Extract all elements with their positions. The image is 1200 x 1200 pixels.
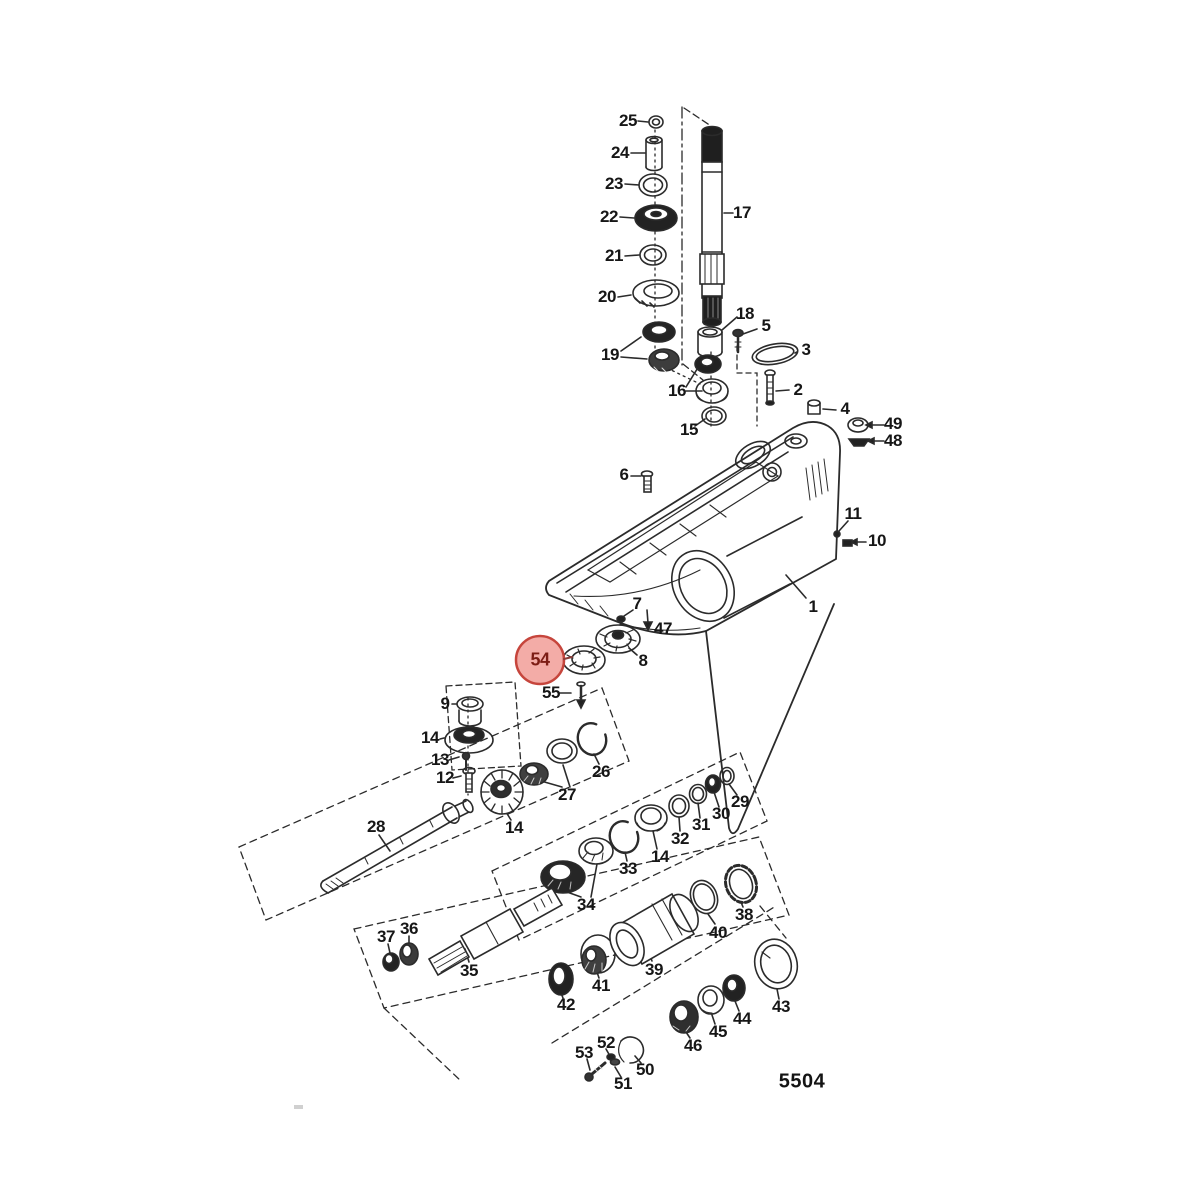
part-14-bearing-race: [634, 804, 668, 850]
part-51-leader: [614, 1066, 622, 1078]
part-34-bearing-set: [540, 837, 614, 898]
part-20-drawing: [617, 279, 680, 308]
part-28-prop-shaft: [320, 798, 474, 894]
part-17-driveshaft: [699, 125, 734, 327]
part-14-thrust-washer: [439, 726, 494, 754]
part-36-drawing: [399, 935, 419, 966]
part-49-drawing: [847, 417, 885, 433]
part-26-snap-ring: [576, 721, 608, 765]
part-29-drawing: [719, 766, 738, 796]
part-25-drawing: [637, 115, 664, 129]
part-53-bolt: [584, 1058, 607, 1082]
part-2-drawing: [764, 369, 790, 406]
part-7-drawing: [616, 609, 634, 623]
part-6-drawing: [630, 470, 654, 493]
part-10-drawing: [842, 537, 867, 547]
part-4-drawing: [807, 399, 837, 415]
part-5-drawing: [732, 328, 758, 354]
part-3-drawing: [751, 342, 799, 366]
part-35-pinion-shaft: [427, 886, 564, 977]
part-43-retainer: [753, 938, 799, 1000]
part-50-cap: [618, 1036, 645, 1064]
part-14-forward-gear: [480, 769, 524, 821]
part-1-gearcase-housing: [545, 421, 841, 835]
part-54-wear-plate: [562, 645, 606, 675]
part-47-arrow: [642, 609, 654, 632]
part-16-drawing: [685, 354, 729, 404]
part-22-drawing: [619, 204, 678, 232]
part-46-nut: [669, 1000, 699, 1039]
part-19-drawing: [620, 321, 680, 373]
part-48-drawing: [847, 436, 885, 447]
part-41-bearing: [580, 934, 616, 979]
part-12-drawing: [452, 766, 476, 793]
highlight-circle: [514, 634, 566, 686]
part-40-o-ring: [689, 879, 719, 925]
part-37-drawing: [382, 943, 400, 972]
part-27-bearing: [519, 738, 578, 788]
part-44-seal: [722, 974, 746, 1012]
part-18-drawing: [697, 316, 738, 358]
scan-artifact: [294, 1105, 303, 1109]
part-39-bearing-carrier: [609, 892, 699, 967]
part-32-drawing: [668, 794, 690, 832]
part-33-snap-ring: [608, 820, 640, 862]
diagram-number: 5504: [778, 1070, 826, 1093]
part-23-drawing: [624, 173, 668, 197]
part-15-drawing: [694, 406, 727, 427]
part-42-seal: [548, 962, 574, 999]
part-9-drawing: [451, 696, 484, 727]
part-21-drawing: [624, 244, 667, 266]
part-24-drawing: [630, 135, 663, 172]
part-30-drawing: [704, 774, 722, 808]
part-38-ring: [723, 863, 759, 908]
part-55-drawing: [559, 681, 587, 710]
part-45-nut: [697, 985, 725, 1025]
part-11-drawing: [833, 520, 849, 538]
part-52-washers: [605, 1048, 621, 1066]
part-8-impeller: [595, 624, 641, 656]
part-31-drawing: [688, 783, 708, 819]
